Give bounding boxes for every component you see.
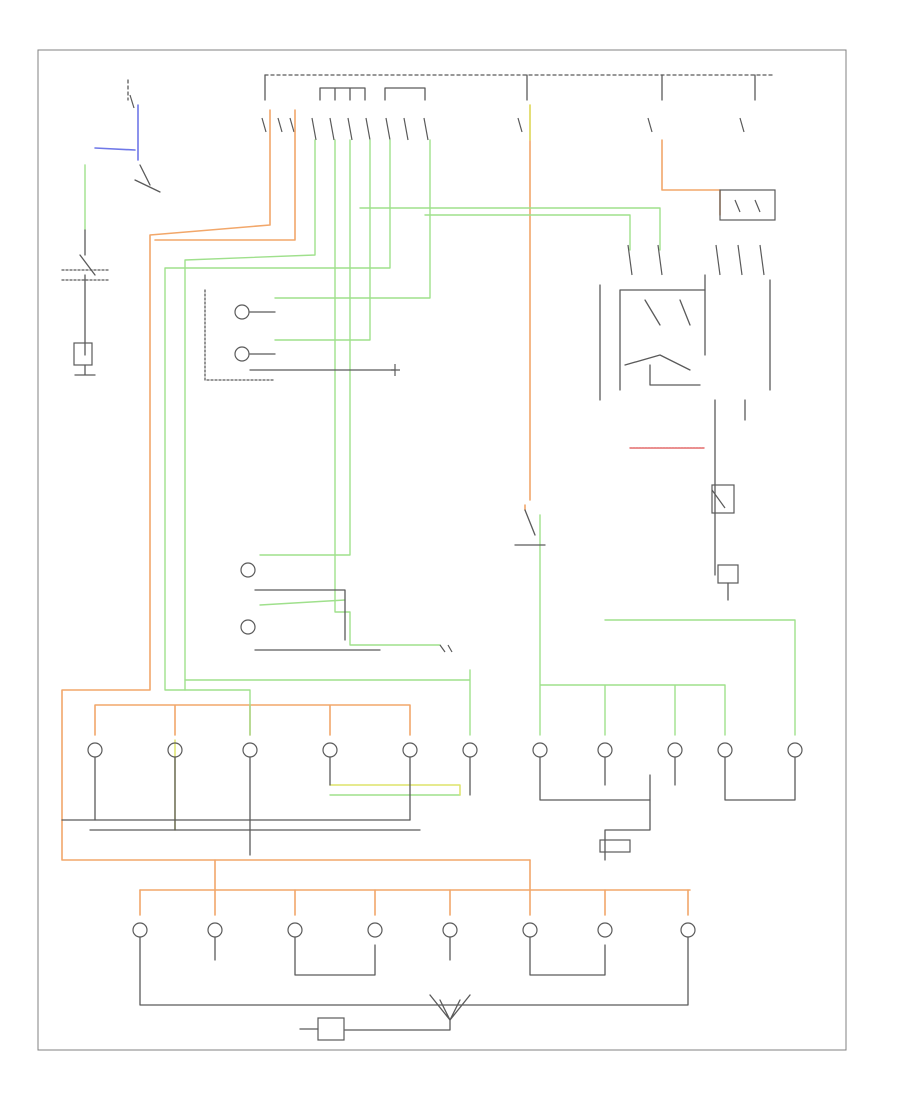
left-switch-cluster <box>61 104 161 376</box>
lamp <box>462 742 478 758</box>
green-wires <box>164 139 796 796</box>
orange-wires <box>61 104 721 916</box>
middle-indicator-pair <box>240 562 381 651</box>
lamp-row-2 <box>132 922 696 1041</box>
lamp <box>680 922 696 938</box>
lamp <box>207 922 223 938</box>
lamp <box>402 742 418 758</box>
fuse-row <box>129 94 745 141</box>
lamp <box>322 742 338 758</box>
lamp-row-1-left <box>61 742 478 856</box>
lamp <box>287 922 303 938</box>
lamp <box>667 742 683 758</box>
lamp <box>597 922 613 938</box>
brake-switch <box>514 509 546 546</box>
lamp <box>132 922 148 938</box>
lamp <box>442 922 458 938</box>
lamp <box>597 742 613 758</box>
lamp <box>522 922 538 938</box>
diagram-frame <box>37 49 847 1051</box>
instrument-cluster <box>204 289 400 381</box>
yellow-wires <box>174 104 531 831</box>
lamp-row-1-right <box>532 742 803 861</box>
lamp <box>87 742 103 758</box>
ground-points <box>439 644 453 653</box>
lamp <box>717 742 733 758</box>
lamp <box>242 742 258 758</box>
turn-signal-relay <box>599 189 776 601</box>
lamp <box>787 742 803 758</box>
top-bus <box>127 74 776 101</box>
lamp <box>367 922 383 938</box>
lamp <box>532 742 548 758</box>
